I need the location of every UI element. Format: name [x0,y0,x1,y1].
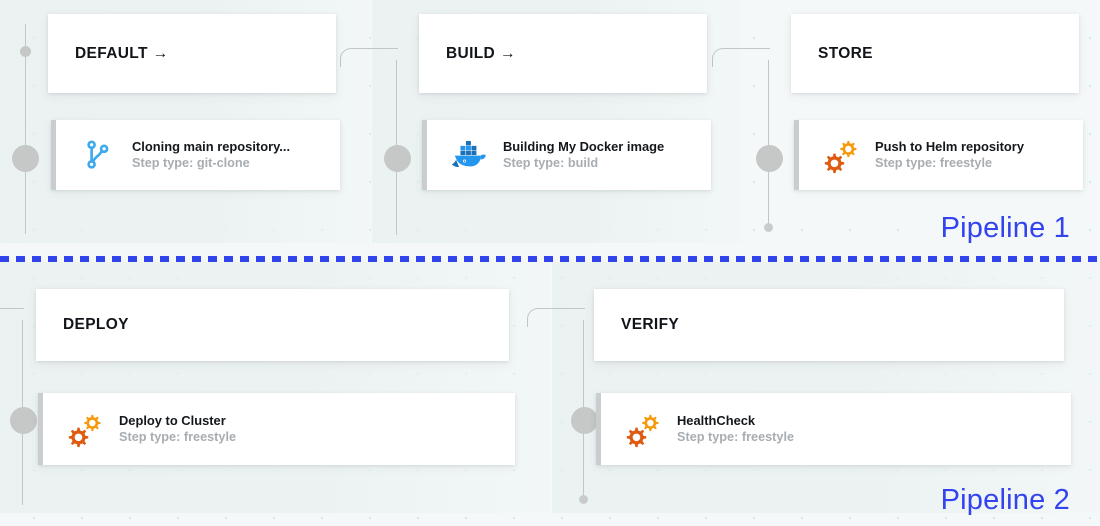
stage-title-text: STORE [818,44,873,62]
step-text: Deploy to Cluster Step type: freestyle [119,412,236,447]
pipeline-2-panel: DEPLOY Deploy to Cluster Step ty [0,262,1100,526]
stage-title-text: BUILD [446,44,496,62]
step-text: Push to Helm repository Step type: frees… [875,138,1024,173]
stage-title-text: DEFAULT [75,44,148,62]
step-name: Cloning main repository... [132,138,291,154]
pipeline-1-panel: DEFAULT→ Cloning main repository... Step [0,0,1100,256]
step-node-dot [571,407,598,434]
gears-icon [822,136,860,174]
step-type: Step type: build [503,156,599,171]
stage-card-store[interactable]: STORE [791,14,1079,93]
git-branch-icon [79,136,117,174]
stage-connector-rail [25,24,27,234]
docker-whale-icon [450,136,488,174]
step-text: Building My Docker image Step type: buil… [503,138,664,173]
stage-card-build[interactable]: BUILD→ [419,14,707,93]
pipeline-label: Pipeline 1 [940,212,1070,244]
stage-title: DEFAULT→ [48,45,169,63]
gears-icon [624,410,662,448]
step-name: Push to Helm repository [875,138,1024,154]
step-node-dot [756,145,783,172]
stage-connector-elbow [527,308,585,327]
stage-title: DEPLOY [36,316,134,334]
step-card-cloning-main-repository[interactable]: Cloning main repository... Step type: gi… [51,120,340,190]
pipeline-label: Pipeline 2 [940,484,1070,516]
stage-connector-elbow [340,48,398,67]
stage-card-verify[interactable]: VERIFY [594,289,1064,361]
step-text: Cloning main repository... Step type: gi… [132,138,290,173]
step-card-healthcheck[interactable]: HealthCheck Step type: freestyle [596,393,1071,465]
step-name: Deploy to Cluster [119,412,226,428]
pipeline-divider [0,256,1100,262]
step-card-building-my-docker-image[interactable]: Building My Docker image Step type: buil… [422,120,711,190]
step-node-dot [12,145,39,172]
arrow-right-icon: → [500,44,516,62]
step-text: HealthCheck Step type: freestyle [677,412,794,447]
stage-title-text: VERIFY [621,316,680,333]
stage-title: STORE [791,45,878,63]
step-type: Step type: freestyle [677,430,795,445]
stage-connector-elbow [712,48,770,67]
stage-node-dot [20,46,31,57]
gears-icon [66,410,104,448]
step-node-dot [10,407,37,434]
stage-title: VERIFY [594,316,684,334]
step-type: Step type: git-clone [132,156,250,171]
stage-title: BUILD→ [419,45,516,63]
step-name: Building My Docker image [503,138,665,154]
stage-end-node-dot [579,495,588,504]
step-name: HealthCheck [677,412,756,428]
arrow-right-icon: → [152,44,169,62]
step-type: Step type: freestyle [119,430,237,445]
stage-title-text: DEPLOY [63,316,129,333]
step-type: Step type: freestyle [875,156,993,171]
stage-card-default[interactable]: DEFAULT→ [48,14,336,93]
stage-card-deploy[interactable]: DEPLOY [36,289,509,361]
step-card-deploy-to-cluster[interactable]: Deploy to Cluster Step type: freestyle [38,393,515,465]
step-card-push-to-helm-repository[interactable]: Push to Helm repository Step type: frees… [794,120,1083,190]
stage-end-node-dot [764,223,773,232]
step-node-dot [384,145,411,172]
stage-connector-elbow [0,308,24,327]
